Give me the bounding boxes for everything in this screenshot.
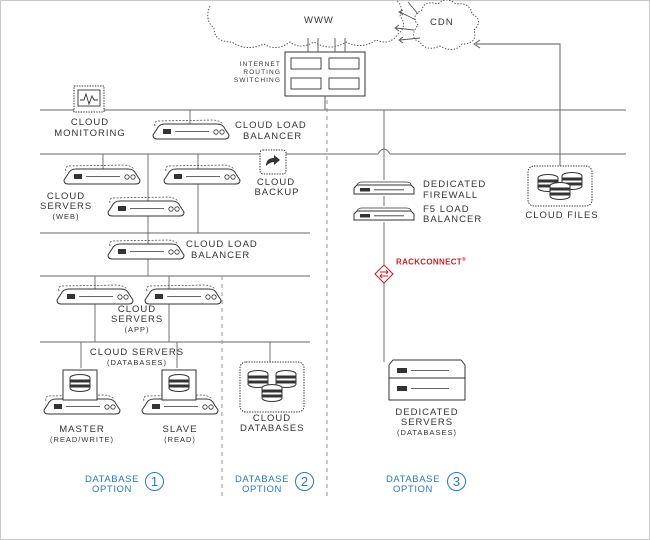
cloud-databases-label-2: DATABASES xyxy=(240,423,305,434)
dedicated-servers-icon xyxy=(388,359,466,401)
routing-switch xyxy=(284,51,366,97)
f5-label-1: F5 LOAD xyxy=(423,204,470,215)
cloud-files-label: CLOUD FILES xyxy=(525,210,599,221)
option-1-label-1: DATABASE xyxy=(84,474,140,485)
firewall-label-2: FIREWALL xyxy=(423,190,479,201)
clb-top-label-1: CLOUD LOAD xyxy=(235,120,307,131)
servers-db-label-1: CLOUD SERVERS xyxy=(89,347,185,358)
dedicated-label-2: SERVERS xyxy=(400,417,454,428)
cloud-files-icon xyxy=(527,165,593,207)
cdn-label: CDN xyxy=(430,17,454,28)
f5-load-balancer xyxy=(353,207,415,221)
servers-app-label-1: CLOUD xyxy=(117,304,157,315)
servers-app-label-2: SERVERS xyxy=(111,314,164,325)
cloud-server-web-3 xyxy=(107,196,185,217)
cdn-cloud xyxy=(413,0,479,50)
dedicated-label-1: DEDICATED xyxy=(395,407,459,418)
cloud-load-balancer-top xyxy=(152,119,230,140)
slave-label-2: (READ) xyxy=(164,435,196,444)
master-db-icon xyxy=(62,369,98,401)
option-1-label-2: OPTION xyxy=(91,484,133,495)
dedicated-firewall xyxy=(353,181,415,195)
backup-icon xyxy=(259,149,287,175)
servers-web-label-3: (WEB) xyxy=(52,212,80,221)
slave-db-icon xyxy=(161,369,197,401)
backup-label-1: CLOUD xyxy=(256,177,296,188)
www-cloud xyxy=(207,0,404,48)
cloud-server-web-2 xyxy=(163,164,241,185)
master-label-2: (READ/WRITE) xyxy=(49,435,115,444)
switching-label: SWITCHING xyxy=(233,77,281,84)
cloud-databases-label-1: CLOUD xyxy=(252,413,292,424)
monitoring-label-1: CLOUD xyxy=(70,117,110,128)
option-2-label-2: OPTION xyxy=(241,484,283,495)
servers-db-label-2: (DATABASES) xyxy=(107,358,167,367)
option-3-label-2: OPTION xyxy=(392,484,434,495)
routing-label: ROUTING xyxy=(243,69,281,76)
servers-web-label-2: SERVERS xyxy=(40,201,93,212)
servers-web-label-1: CLOUD xyxy=(46,191,86,202)
monitoring-label-2: MONITORING xyxy=(54,128,126,139)
option-3-number: 3 xyxy=(447,472,466,491)
cloud-databases-icon xyxy=(239,361,305,413)
clb-mid-label-2: BALANCER xyxy=(191,250,251,261)
servers-app-label-3: (APP) xyxy=(124,325,150,334)
clb-top-label-2: BALANCER xyxy=(243,131,303,142)
cloud-server-app-2 xyxy=(144,284,222,305)
option-3-label-1: DATABASE xyxy=(385,474,441,485)
rackconnect-icon xyxy=(374,264,394,284)
option-2-number: 2 xyxy=(295,472,314,491)
internet-label: INTERNET xyxy=(239,61,281,68)
firewall-label-1: DEDICATED xyxy=(423,179,487,190)
clb-mid-label-1: CLOUD LOAD xyxy=(186,239,258,250)
rackconnect-label: RACKCONNECT® xyxy=(396,257,466,267)
option-1-number: 1 xyxy=(145,472,164,491)
backup-label-2: BACKUP xyxy=(254,187,300,198)
cloud-server-web-1 xyxy=(63,164,141,185)
monitoring-icon xyxy=(73,85,105,113)
www-label: WWW xyxy=(304,15,334,26)
option-2-label-1: DATABASE xyxy=(234,474,290,485)
master-label-1: MASTER xyxy=(59,424,105,435)
cloud-load-balancer-mid xyxy=(107,239,185,260)
f5-label-2: BALANCER xyxy=(423,214,483,225)
slave-label-1: SLAVE xyxy=(162,424,198,435)
dedicated-label-3: (DATABASES) xyxy=(397,428,457,437)
